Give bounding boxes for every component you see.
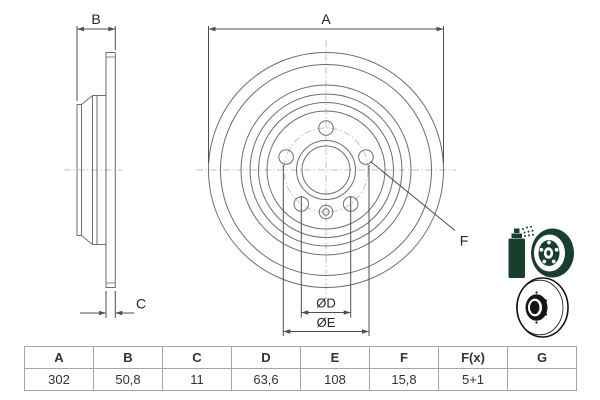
- technical-drawing: A B C ØD ØE F: [64, 11, 574, 338]
- value-b: 50,8: [93, 368, 163, 391]
- dim-label-e: ØE: [317, 315, 336, 330]
- col-header-fx: F(x): [438, 346, 508, 369]
- friction-ring-circle: [220, 64, 432, 276]
- dimension-a: A: [208, 11, 444, 163]
- value-a: 302: [24, 368, 94, 391]
- spray-coated-disc-icon: [508, 225, 574, 278]
- bolt-circle: [283, 127, 369, 213]
- col-header-g: G: [507, 346, 577, 369]
- outer-diameter-circle: [208, 52, 444, 288]
- col-header-c: C: [162, 346, 232, 369]
- value-e: 108: [300, 368, 370, 391]
- col-header-d: D: [231, 346, 301, 369]
- dim-label-b: B: [91, 11, 100, 27]
- center-bore-chamfer: [296, 140, 356, 200]
- col-header-b: B: [93, 346, 163, 369]
- spray-dots: [522, 225, 534, 237]
- table-header-row: A B C D E F F(x) G: [24, 346, 577, 369]
- dimension-c: C: [80, 291, 146, 318]
- col-header-a: A: [24, 346, 94, 369]
- dimension-b: B: [76, 11, 116, 101]
- coated-disc-icon: [531, 228, 574, 278]
- col-header-f: F: [369, 346, 439, 369]
- dim-label-f: F: [460, 233, 469, 249]
- dim-label-c: C: [136, 296, 146, 312]
- col-header-e: E: [300, 346, 370, 369]
- value-c: 11: [162, 368, 232, 391]
- disc-hat: [76, 95, 106, 245]
- locating-hole: [318, 204, 334, 220]
- dimension-table: A B C D E F F(x) G 302 50,8 11 63,6 108 …: [24, 346, 577, 391]
- value-g: [507, 368, 577, 391]
- front-view: [196, 40, 456, 298]
- dim-label-a: A: [321, 11, 331, 27]
- dimension-d: ØD: [300, 196, 352, 318]
- value-fx: 5+1: [438, 368, 508, 391]
- center-bore: [301, 145, 351, 195]
- spray-can-icon: [508, 225, 534, 278]
- dimension-f-leader: F: [370, 161, 469, 249]
- value-f: 15,8: [369, 368, 439, 391]
- dimension-e: ØE: [282, 165, 370, 336]
- brake-disc-icon: [516, 277, 569, 338]
- value-d: 63,6: [231, 368, 301, 391]
- dim-label-d: ØD: [316, 296, 336, 311]
- side-view: [64, 52, 122, 288]
- disc-plate: [105, 52, 116, 288]
- table-value-row: 302 50,8 11 63,6 108 15,8 5+1: [24, 368, 577, 391]
